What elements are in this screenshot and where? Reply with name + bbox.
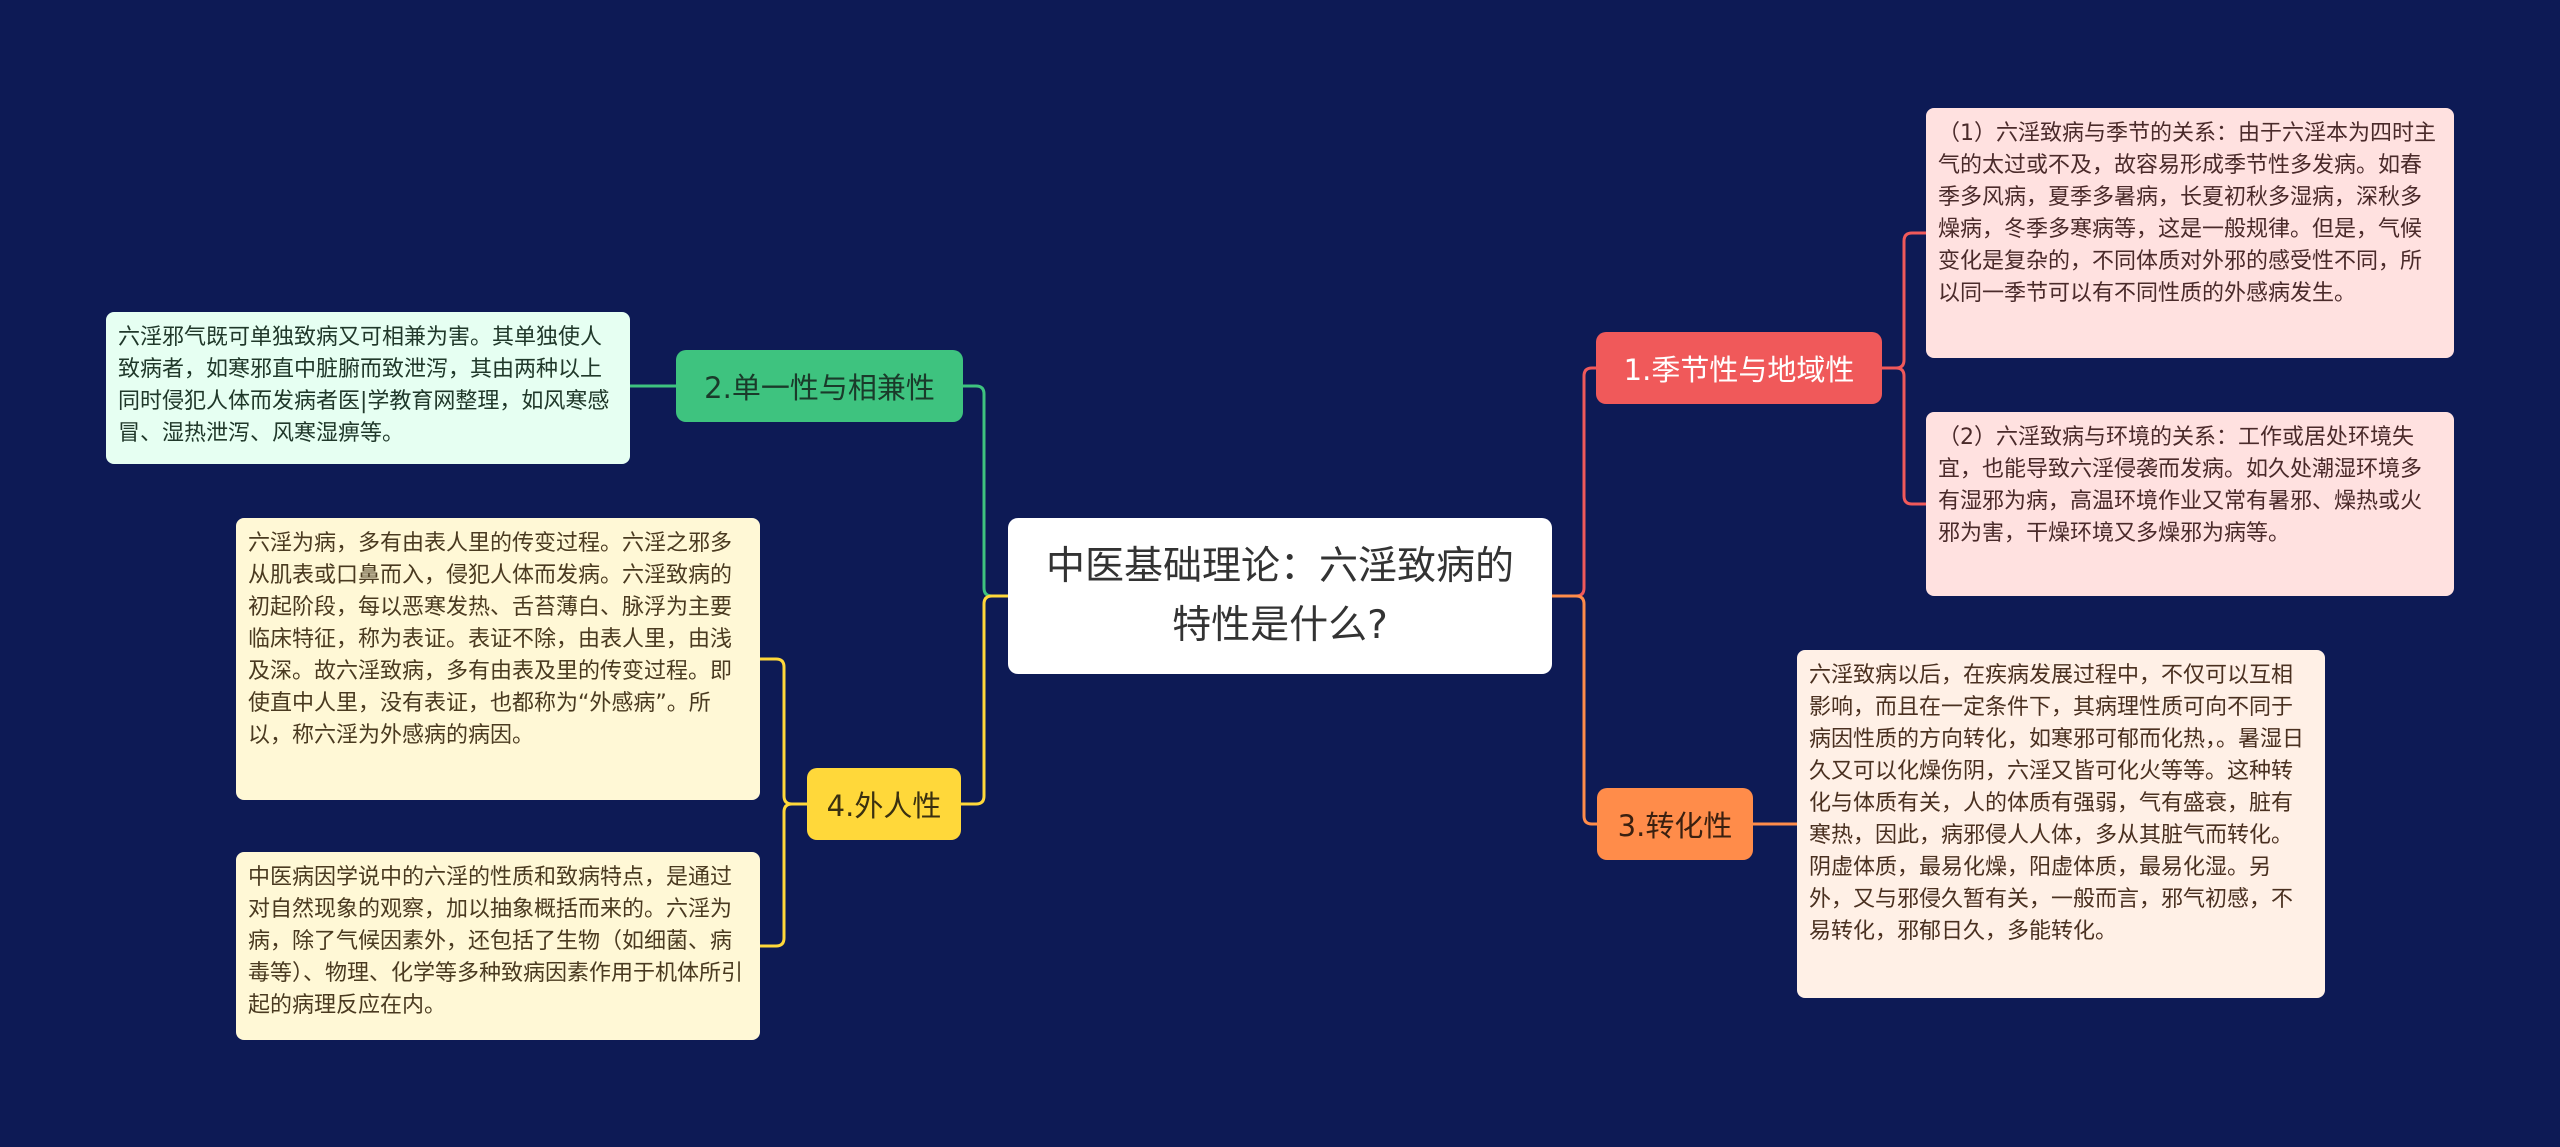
link-b4-l4a	[760, 657, 807, 806]
leaf-environment-relation[interactable]: （2）六淫致病与环境的关系：工作或居处环境失宜，也能导致六淫侵袭而发病。如久处潮…	[1926, 412, 2454, 596]
leaf-etiology-summary[interactable]: 中医病因学说中的六淫的性质和致病特点，是通过对自然现象的观察，加以抽象概括而来的…	[236, 852, 760, 1040]
branch-transformation[interactable]: 3.转化性	[1597, 788, 1753, 860]
branch-single-combined[interactable]: 2.单一性与相兼性	[676, 350, 963, 422]
leaf-external-transmission[interactable]: 六淫为病，多有由表人里的传变过程。六淫之邪多从肌表或口鼻而入，侵犯人体而发病。六…	[236, 518, 760, 800]
link-b1-l1a	[1882, 231, 1926, 370]
leaf-season-relation[interactable]: （1）六淫致病与季节的关系：由于六淫本为四时主气的太过或不及，故容易形成季节性多…	[1926, 108, 2454, 358]
link-center-b4	[961, 594, 1008, 806]
leaf-single-combined[interactable]: 六淫邪气既可单独致病又可相兼为害。其单独使人致病者，如寒邪直中脏腑而致泄泻，其由…	[106, 312, 630, 464]
central-topic[interactable]: 中医基础理论：六淫致病的特性是什么?	[1008, 518, 1552, 674]
link-b4-l4b	[760, 802, 807, 948]
link-center-b1	[1552, 366, 1596, 598]
branch-seasonality[interactable]: 1.季节性与地域性	[1596, 332, 1882, 404]
link-center-b3	[1552, 594, 1597, 826]
leaf-transformation[interactable]: 六淫致病以后，在疾病发展过程中，不仅可以互相影响，而且在一定条件下，其病理性质可…	[1797, 650, 2325, 998]
link-center-b2	[963, 384, 1008, 598]
branch-external[interactable]: 4.外人性	[807, 768, 961, 840]
link-b1-l1b	[1882, 366, 1926, 506]
